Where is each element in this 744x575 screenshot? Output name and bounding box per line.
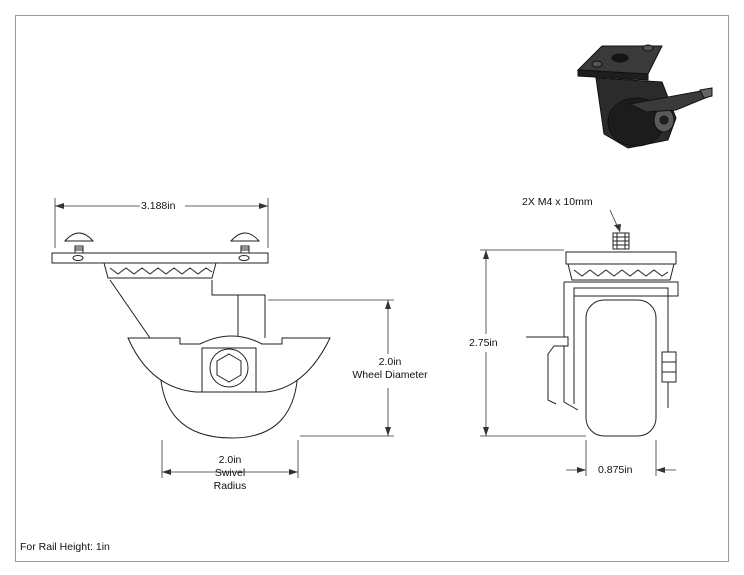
swivel-radius-line1: Swivel	[214, 467, 246, 479]
bolt-left	[63, 232, 95, 254]
swivel-bearing	[103, 262, 217, 279]
wheel-diameter-value: 2.0in	[378, 356, 402, 368]
swivel-radius-value: 2.0in	[218, 454, 242, 466]
dimension-arrows	[55, 203, 665, 475]
mounting-plate	[51, 252, 269, 264]
bolt-right	[229, 232, 261, 254]
side-view	[526, 232, 679, 437]
axle-nut	[216, 353, 242, 383]
screw	[612, 232, 630, 250]
swivel-radius-line2: Radius	[213, 480, 247, 492]
caster-3d-render	[576, 44, 713, 149]
front-view	[51, 232, 331, 439]
wheel-diameter-label: Wheel Diameter	[352, 369, 428, 381]
height-dimension: 2.75in	[469, 337, 498, 349]
screw-callout: 2X M4 x 10mm	[522, 196, 593, 208]
side-wheel	[585, 299, 657, 437]
wheel-width-dimension: 0.875in	[598, 464, 633, 476]
sheet-border	[15, 15, 729, 562]
plate-width-dimension: 3.188in	[141, 200, 176, 212]
rail-height-note: For Rail Height: 1in	[20, 541, 110, 553]
